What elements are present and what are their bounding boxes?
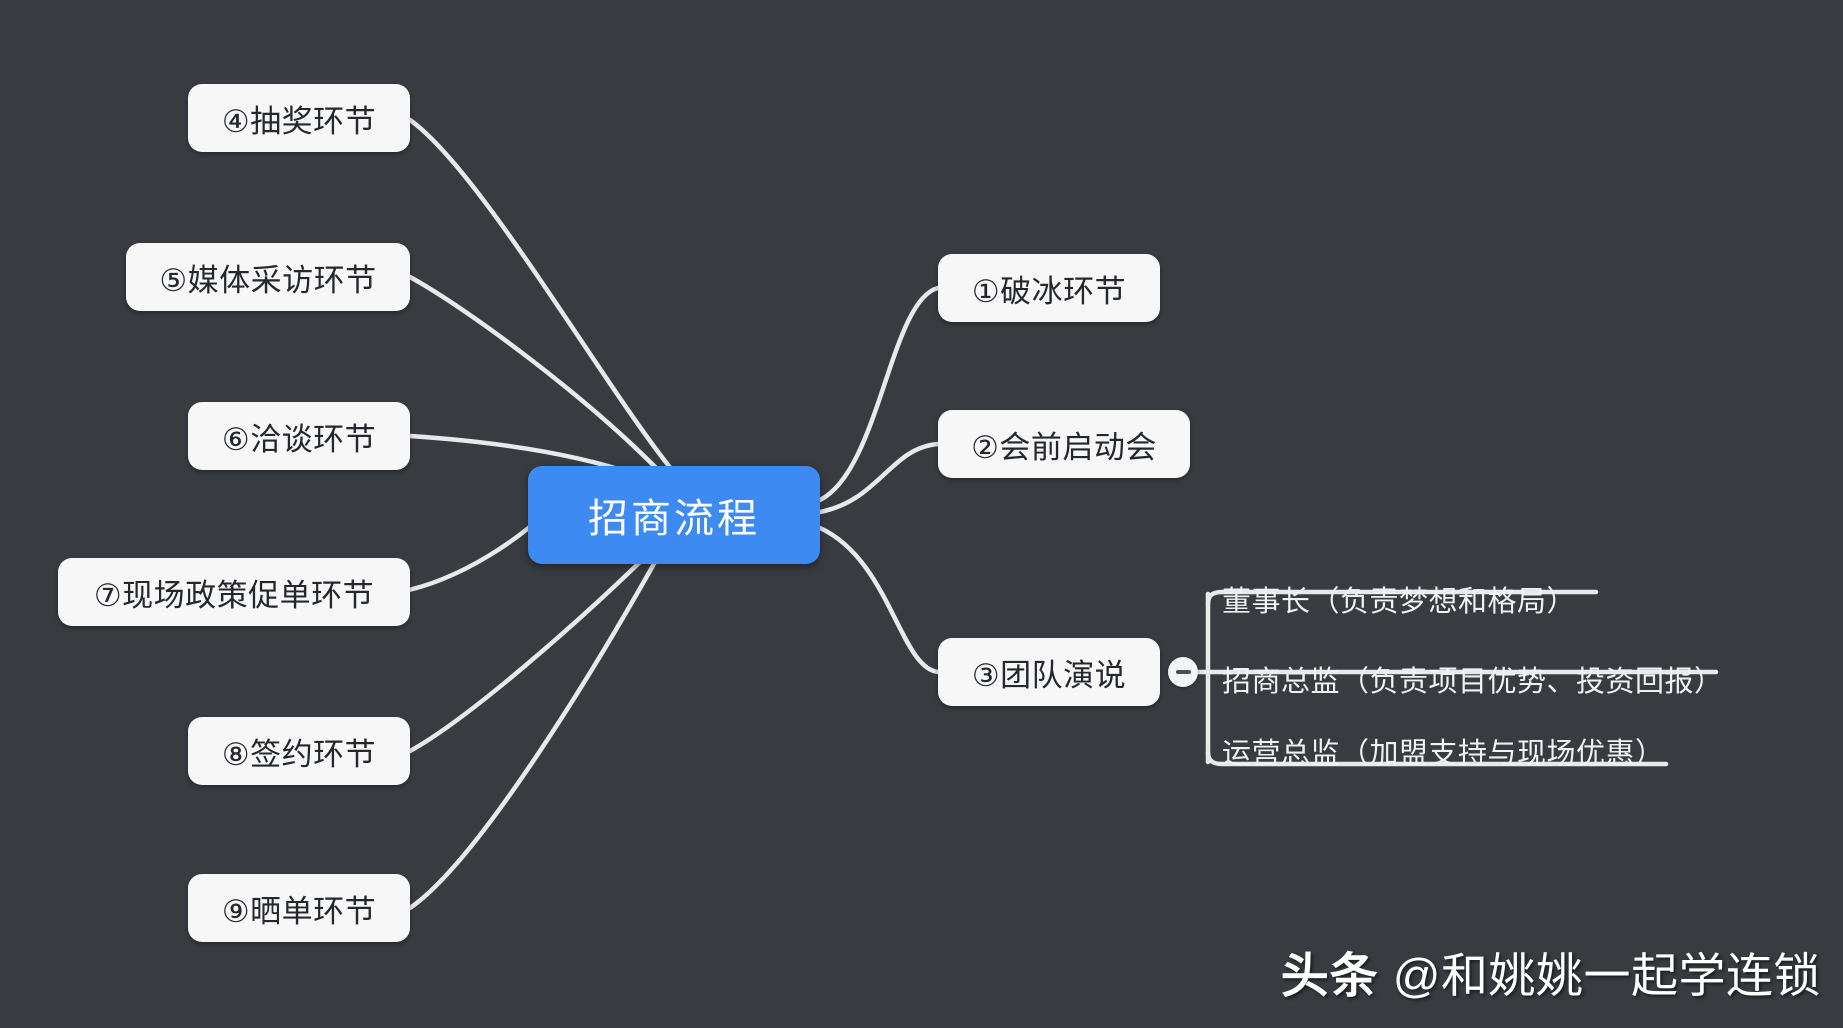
root-node[interactable]: 招商流程 (528, 466, 820, 564)
branch-node-8-label: ⑧签约环节 (221, 736, 377, 772)
branch-node-2[interactable]: ②会前启动会 (938, 410, 1190, 478)
sub-branch-1-label: 董事长（负责梦想和格局） (1222, 586, 1577, 618)
branch-node-4-label: ④抽奖环节 (221, 103, 377, 139)
branch-node-9[interactable]: ⑨晒单环节 (188, 874, 410, 942)
branch-node-6[interactable]: ⑥洽谈环节 (188, 402, 410, 470)
branch-node-7[interactable]: ⑦现场政策促单环节 (58, 558, 410, 626)
watermark-handle: @和姚姚一起学连锁 (1392, 949, 1821, 1002)
branch-node-6-label: ⑥洽谈环节 (221, 421, 377, 457)
link-sub-bracket (1193, 591, 1211, 765)
sub-branch-3-label: 运营总监（加盟支持与现场优惠） (1222, 738, 1665, 770)
collapse-toggle-branch-3[interactable] (1168, 657, 1198, 687)
branch-node-4[interactable]: ④抽奖环节 (188, 84, 410, 152)
link-root-to-right-2 (817, 441, 941, 515)
branch-node-8[interactable]: ⑧签约环节 (188, 717, 410, 785)
branch-node-1[interactable]: ①破冰环节 (938, 254, 1160, 322)
link-root-to-left-8 (407, 559, 643, 754)
branch-node-9-label: ⑨晒单环节 (221, 893, 377, 929)
sub-branch-2-label: 招商总监（负责项目优势、投资回报） (1222, 666, 1724, 698)
sub-branch-1[interactable]: 董事长（负责梦想和格局） (1222, 578, 1576, 620)
root-node-label: 招商流程 (588, 497, 760, 541)
branch-node-5-label: ⑤媒体采访环节 (159, 262, 377, 298)
branch-node-1-label: ①破冰环节 (971, 273, 1127, 309)
link-root-to-left-9 (407, 559, 658, 911)
link-root-to-left-4 (407, 117, 675, 473)
branch-node-5[interactable]: ⑤媒体采访环节 (126, 243, 410, 311)
link-root-to-left-5 (407, 274, 663, 475)
sub-branch-3[interactable]: 运营总监（加盟支持与现场优惠） (1222, 730, 1665, 772)
watermark: 头条 @和姚姚一起学连锁 (1281, 936, 1821, 1006)
branch-node-3[interactable]: ③团队演说 (938, 638, 1160, 706)
sub-branch-2[interactable]: 招商总监（负责项目优势、投资回报） (1222, 658, 1724, 700)
branch-node-2-label: ②会前启动会 (971, 429, 1157, 465)
link-root-to-right-3 (817, 525, 941, 675)
minus-icon (1175, 670, 1191, 674)
branch-node-7-label: ⑦现场政策促单环节 (93, 577, 375, 613)
watermark-brand: 头条 (1280, 950, 1379, 1003)
link-root-to-right-1 (817, 285, 941, 503)
branch-node-3-label: ③团队演说 (971, 657, 1127, 693)
